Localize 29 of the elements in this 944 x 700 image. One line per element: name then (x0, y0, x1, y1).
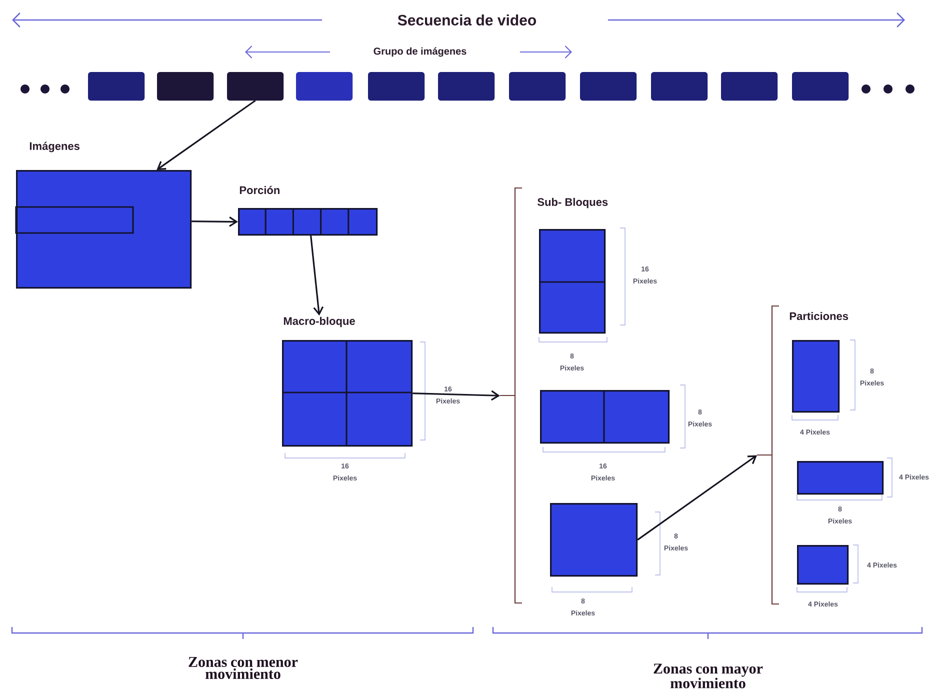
frame-box (580, 72, 637, 101)
zone-label: Zonas con menor movimiento (188, 657, 298, 679)
frame-box (296, 72, 353, 101)
zone-label: Zonas con mayor movimiento (654, 664, 763, 688)
frame-box (88, 72, 145, 101)
block-box (539, 228, 606, 334)
arrow (637, 455, 757, 540)
arrow (310, 236, 324, 316)
arrow (192, 216, 238, 227)
frame-box (157, 72, 214, 101)
arrow (156, 100, 256, 170)
block-box (797, 461, 884, 495)
frame-box (651, 72, 708, 101)
heading: Sub- Bloques (538, 198, 608, 208)
frame-box (438, 72, 495, 101)
block-box (540, 390, 670, 444)
frame-box (227, 72, 284, 101)
arrow (412, 390, 500, 401)
group-label: Grupo de imágenes (374, 47, 466, 57)
heading: Porción (240, 186, 280, 194)
frame-box (792, 72, 849, 101)
heading: Imágenes (30, 142, 80, 152)
title: Secuencia de video (398, 14, 536, 26)
frame-box (509, 72, 566, 101)
heading: Particiones (790, 312, 848, 320)
heading: Macro-bloque (284, 316, 355, 328)
frame-box (721, 72, 778, 101)
block-box (550, 503, 638, 577)
frame-box (368, 72, 425, 101)
